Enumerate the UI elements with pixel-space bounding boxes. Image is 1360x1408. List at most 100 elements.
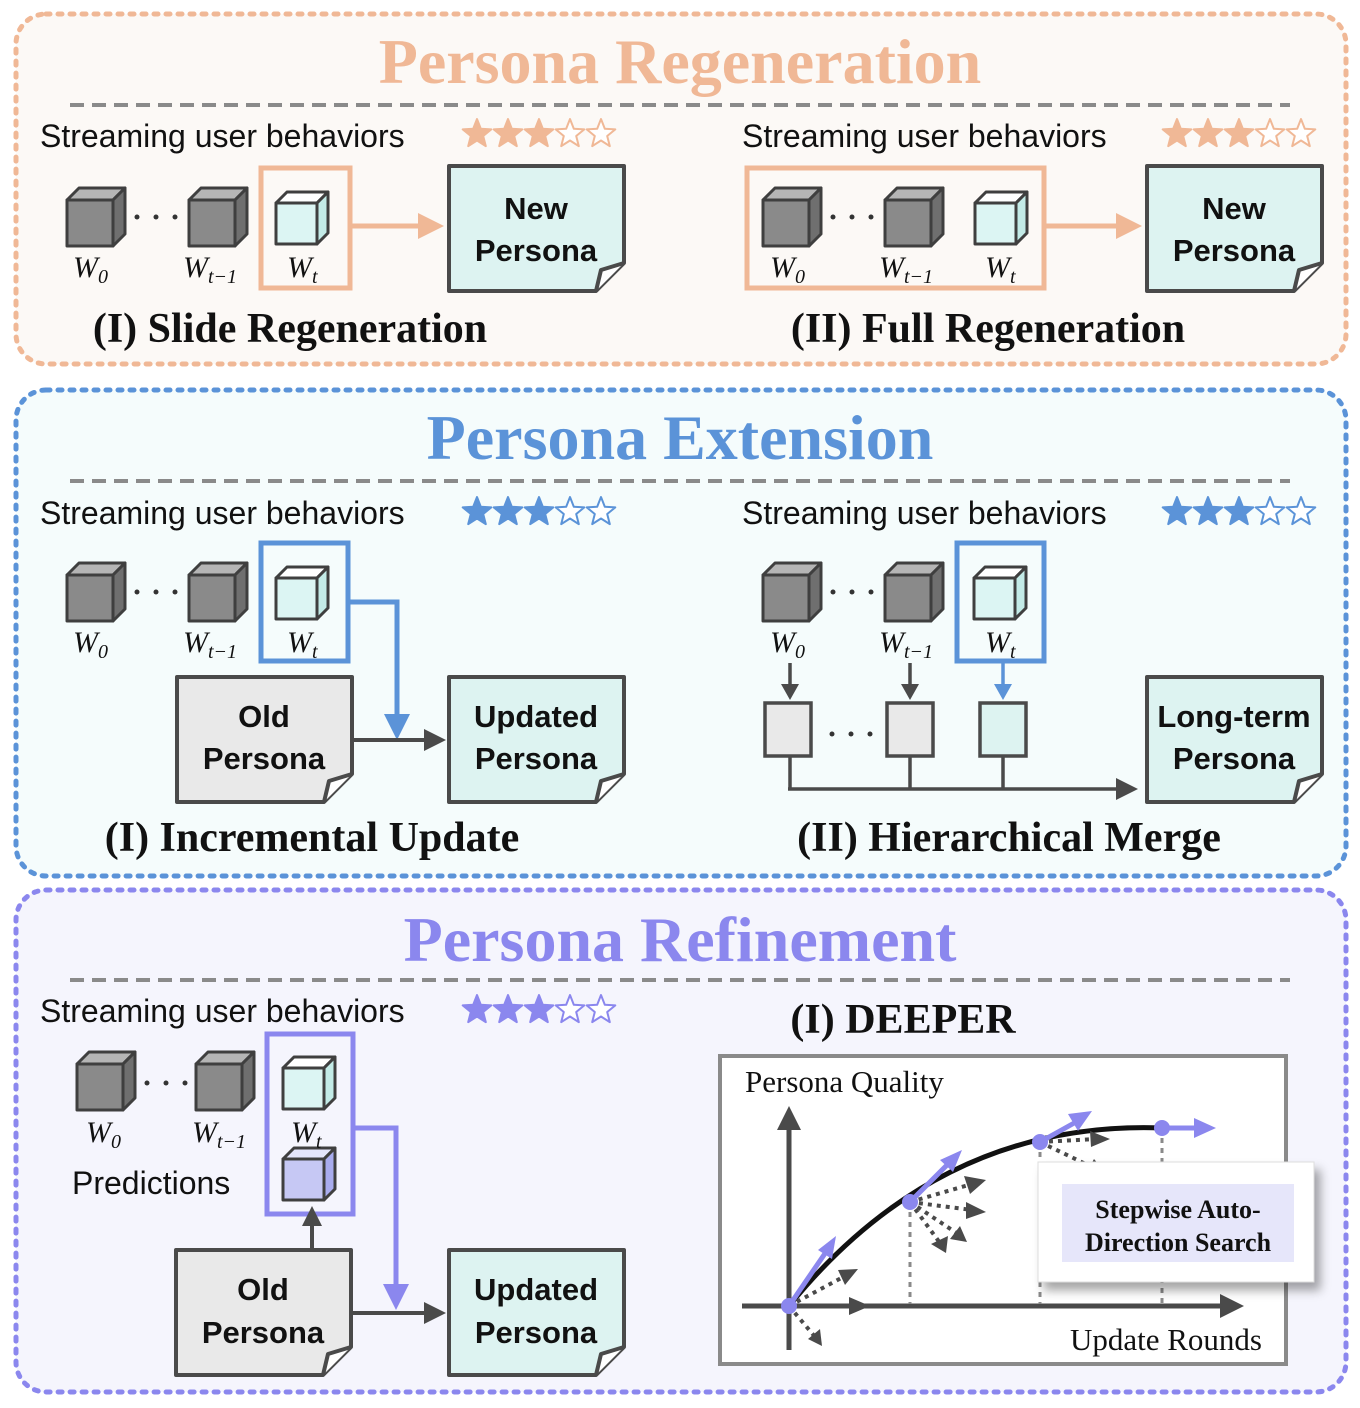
- star-filled-icon: [523, 496, 555, 526]
- label-w0: W0: [73, 251, 108, 288]
- refinement-left-panel: Streaming user behaviors W0 Wt−1 Wt Pred…: [40, 993, 626, 1377]
- star-filled-icon: [1161, 118, 1193, 148]
- callout-box: [1062, 1184, 1294, 1262]
- x-axis-label: Update Rounds: [1070, 1322, 1262, 1357]
- hierarchical-merge-panel: Streaming user behaviors W0 Wt−1 Wt: [742, 495, 1324, 861]
- section-regeneration: Persona Regeneration Streaming user beha…: [13, 11, 1349, 367]
- cube-w0-icon: [761, 186, 823, 248]
- star-filled-icon: [1161, 496, 1193, 526]
- cube-wt1-icon: [883, 561, 945, 623]
- label-wt: Wt: [291, 1116, 322, 1153]
- star-filled-icon: [492, 118, 524, 148]
- new-persona-doc: [1145, 164, 1324, 293]
- doc-line1: Updated: [474, 1272, 598, 1307]
- callout-line2: Direction Search: [1085, 1228, 1272, 1257]
- label-w0: W0: [73, 626, 108, 663]
- label-wt: Wt: [287, 251, 318, 288]
- star-filled-icon: [1192, 496, 1224, 526]
- star-empty-icon: [585, 994, 617, 1024]
- star-filled-icon: [492, 994, 524, 1024]
- cube-wt1-icon: [194, 1050, 256, 1112]
- doc-line1: Long-term: [1157, 699, 1310, 734]
- best-direction-arrow: [786, 1250, 829, 1308]
- label-wt: Wt: [985, 251, 1016, 288]
- cube-w0-icon: [65, 186, 127, 248]
- deeper-panel: (I) DEEPER Persona Quality Update Rounds: [718, 997, 1315, 1366]
- label-wt1: Wt−1: [183, 251, 237, 288]
- window-highlight: [258, 165, 353, 291]
- cube-w0-icon: [761, 561, 823, 623]
- slide-regeneration-panel: Streaming user behaviors W0 Wt−1 Wt New …: [40, 118, 626, 352]
- doc-line2: Persona: [1173, 233, 1296, 268]
- long-term-persona-doc: [1145, 675, 1324, 804]
- star-empty-icon: [1285, 118, 1317, 148]
- label-w0: W0: [86, 1116, 121, 1153]
- cube-wt-icon: [973, 190, 1029, 246]
- star-filled-icon: [492, 496, 524, 526]
- quality-curve: [787, 1125, 1163, 1308]
- star-empty-icon: [585, 118, 617, 148]
- cube-w0-icon: [75, 1050, 137, 1112]
- rating-stars: [1161, 496, 1317, 526]
- summary-box-wt1: [885, 701, 935, 758]
- section-refinement: Persona Refinement Streaming user behavi…: [13, 887, 1349, 1395]
- doc-line1: New: [504, 191, 569, 226]
- best-direction-arrow: [908, 1162, 950, 1204]
- star-filled-icon: [461, 994, 493, 1024]
- updated-persona-doc: [447, 1248, 626, 1377]
- window-highlight: [954, 540, 1047, 664]
- regeneration-title: Persona Regeneration: [379, 26, 982, 97]
- prediction-cube-icon: [281, 1146, 337, 1202]
- rating-stars: [461, 118, 617, 148]
- new-persona-doc: [447, 164, 626, 293]
- cube-wt-icon: [274, 190, 330, 246]
- streaming-label: Streaming user behaviors: [40, 993, 405, 1029]
- full-regeneration-panel: Streaming user behaviors W0 Wt−1 Wt New …: [742, 118, 1324, 352]
- label-wt: Wt: [287, 626, 318, 663]
- updated-persona-doc: [447, 675, 626, 804]
- old-line2: Persona: [203, 741, 326, 776]
- window-highlight: [744, 165, 1047, 291]
- caption: (I) Incremental Update: [105, 815, 520, 861]
- streaming-label: Streaming user behaviors: [742, 495, 1107, 531]
- star-filled-icon: [1192, 118, 1224, 148]
- label-wt1: Wt−1: [183, 626, 237, 663]
- cube-wt1-icon: [187, 561, 249, 623]
- label-wt: Wt: [985, 626, 1016, 663]
- caption: (I) Slide Regeneration: [93, 306, 487, 352]
- star-empty-icon: [1254, 496, 1286, 526]
- incremental-update-panel: Streaming user behaviors W0 Wt−1 Wt Old …: [40, 495, 626, 861]
- callout-line1: Stepwise Auto-: [1095, 1195, 1260, 1224]
- label-wt1: Wt−1: [879, 626, 933, 663]
- star-filled-icon: [1223, 118, 1255, 148]
- streaming-label: Streaming user behaviors: [40, 118, 405, 154]
- streaming-label: Streaming user behaviors: [40, 495, 405, 531]
- summary-box-wt: [978, 701, 1028, 758]
- window-to-update-arrow: [353, 1125, 399, 1290]
- cube-wt1-icon: [883, 186, 945, 248]
- star-filled-icon: [523, 118, 555, 148]
- section-extension: Persona Extension Streaming user behavio…: [13, 387, 1349, 879]
- caption: (II) Full Regeneration: [791, 306, 1185, 352]
- star-empty-icon: [554, 994, 586, 1024]
- cube-wt-icon: [281, 1055, 337, 1111]
- doc-line2: Persona: [475, 233, 598, 268]
- streaming-label: Streaming user behaviors: [742, 118, 1107, 154]
- label-w0: W0: [770, 251, 805, 288]
- doc-line2: Persona: [475, 1315, 598, 1350]
- label-wt1: Wt−1: [879, 251, 933, 288]
- caption: (II) Hierarchical Merge: [797, 815, 1221, 861]
- rating-stars: [461, 994, 617, 1024]
- round-point: [781, 1298, 797, 1314]
- round-point: [902, 1194, 918, 1210]
- deeper-caption: (I) DEEPER: [790, 997, 1016, 1043]
- star-empty-icon: [585, 496, 617, 526]
- star-filled-icon: [523, 994, 555, 1024]
- cube-wt-icon: [274, 565, 330, 621]
- round-point: [1032, 1134, 1048, 1150]
- star-filled-icon: [1223, 496, 1255, 526]
- rating-stars: [461, 496, 617, 526]
- star-empty-icon: [554, 496, 586, 526]
- old-line1: Old: [237, 1272, 289, 1307]
